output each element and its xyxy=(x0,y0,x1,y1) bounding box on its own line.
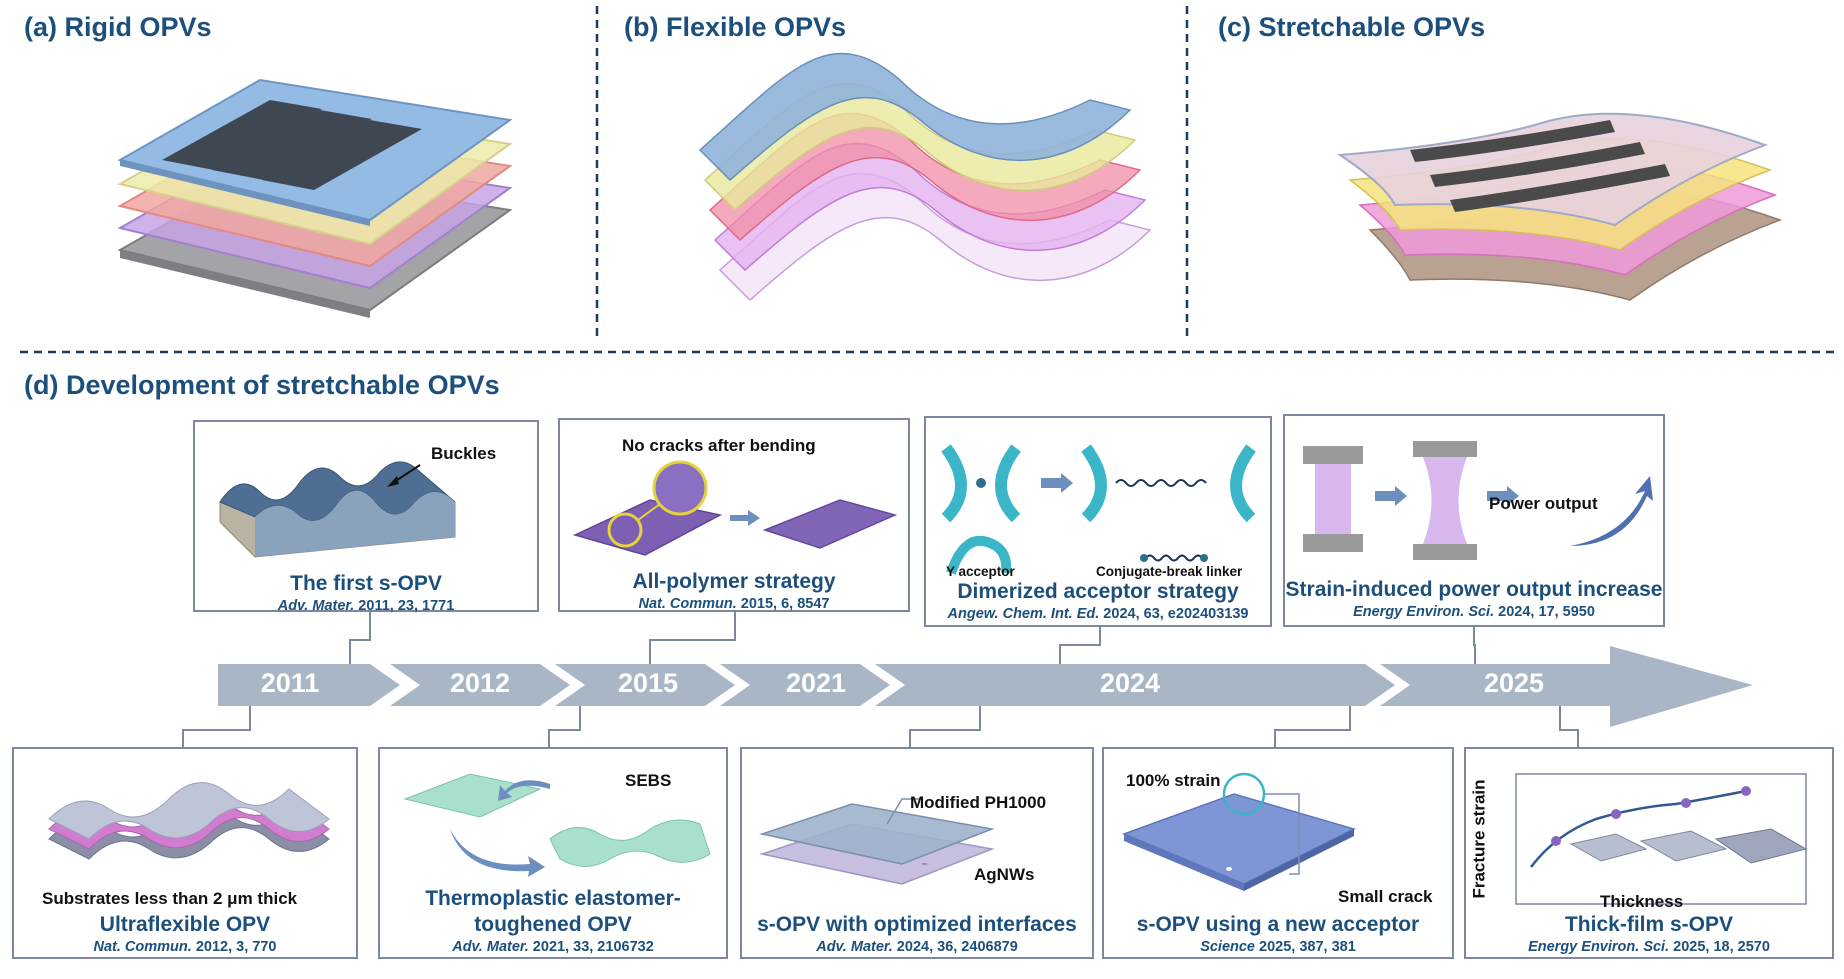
box-thermoplastic: SEBS Thermoplastic elastomer- toughened … xyxy=(378,747,728,959)
box-reference: Adv. Mater. 2021, 33, 2106732 xyxy=(452,939,654,955)
year-label: 2024 xyxy=(1099,668,1161,698)
ultraflexible-illustration xyxy=(48,782,330,860)
box-title: Ultraflexible OPV xyxy=(99,913,271,936)
box-thick-film: Fracture strain Thickness Thick-film s-O… xyxy=(1464,747,1834,959)
box-new-acceptor: 100% strain Small crack s-OPV using a ne… xyxy=(1102,747,1454,959)
box-reference: Nat. Commun. 2015, 6, 8547 xyxy=(638,596,830,612)
box-strain-power: Power output Strain-induced power output… xyxy=(1283,414,1665,627)
label-modified-ph1000: Modified PH1000 xyxy=(910,793,1047,812)
section-title-flexible: (b) Flexible OPVs xyxy=(624,12,847,42)
buckles-illustration xyxy=(219,461,456,558)
box-title: s-OPV with optimized interfaces xyxy=(757,913,1077,936)
stretchable-opv-illustration xyxy=(1337,112,1783,301)
label-y-acceptor: Y acceptor xyxy=(946,564,1015,579)
box-title: Strain-induced power output increase xyxy=(1285,578,1663,601)
rigid-opv-illustration xyxy=(117,78,513,318)
interfaces-illustration xyxy=(759,798,995,885)
box-reference: Science 2025, 387, 381 xyxy=(1200,939,1356,955)
crack-illustration xyxy=(1121,772,1357,891)
section-title-stretchable: (c) Stretchable OPVs xyxy=(1218,12,1486,42)
year-label: 2015 xyxy=(617,668,679,698)
box-optimized-interfaces: Modified PH1000 AgNWs s-OPV with optimiz… xyxy=(740,747,1094,959)
box-reference: Energy Environ. Sci. 2024, 17, 5950 xyxy=(1353,604,1595,620)
pointer-arrow-icon xyxy=(387,464,421,487)
year-label: 2025 xyxy=(1483,668,1545,698)
box-reference: Adv. Mater. 2024, 36, 2406879 xyxy=(816,939,1018,955)
box-title: Dimerized acceptor strategy xyxy=(957,580,1239,603)
label-small-crack: Small crack xyxy=(1338,887,1433,906)
box-reference: Nat. Commun. 2012, 3, 770 xyxy=(93,939,277,955)
box-ultraflexible: Substrates less than 2 μm thick Ultrafle… xyxy=(12,747,358,959)
box-all-polymer: No cracks after bending All-polymer stra… xyxy=(558,418,910,612)
box-title: All-polymer strategy xyxy=(632,570,836,593)
box-title: Thick-film s-OPV xyxy=(1564,913,1734,936)
label-linker: Conjugate-break linker xyxy=(1096,564,1243,579)
box-reference: Energy Environ. Sci. 2025, 18, 2570 xyxy=(1528,939,1770,955)
section-title-development: (d) Development of stretchable OPVs xyxy=(24,370,500,400)
section-title-rigid: (a) Rigid OPVs xyxy=(24,12,212,42)
label-substrates: Substrates less than 2 μm thick xyxy=(42,889,298,908)
label-no-cracks: No cracks after bending xyxy=(622,436,816,455)
thick-film-illustration xyxy=(1515,773,1808,905)
label-sebs: SEBS xyxy=(625,771,672,790)
year-label: 2012 xyxy=(449,668,511,698)
label-agnws: AgNWs xyxy=(974,865,1035,884)
label-buckles: Buckles xyxy=(431,444,497,463)
flexible-opv-illustration xyxy=(698,52,1152,302)
box-title: s-OPV using a new acceptor xyxy=(1136,913,1420,936)
box-title-line2: toughened OPV xyxy=(474,913,632,936)
year-label: 2011 xyxy=(260,668,320,698)
year-label: 2021 xyxy=(785,668,847,698)
box-reference: Angew. Chem. Int. Ed. 2024, 63, e2024031… xyxy=(947,606,1249,622)
sebs-illustration xyxy=(403,773,711,877)
box-title-line1: Thermoplastic elastomer- xyxy=(425,887,681,910)
label-thickness: Thickness xyxy=(1600,892,1684,911)
box-reference: Adv. Mater. 2011, 23, 1771 xyxy=(277,598,455,614)
box-first-sopv: Buckles The first s-OPV Adv. Mater. 2011… xyxy=(193,420,539,614)
label-power-output: Power output xyxy=(1489,494,1598,513)
acceptor-illustration xyxy=(941,444,1256,575)
box-dimerized-acceptor: Y acceptor Conjugate-break linker Dimeri… xyxy=(924,416,1272,627)
label-fracture-strain: Fracture strain xyxy=(1469,779,1489,899)
box-title: The first s-OPV xyxy=(290,572,442,595)
bending-illustration xyxy=(572,460,898,556)
label-strain: 100% strain xyxy=(1126,771,1221,790)
strain-illustration xyxy=(1303,441,1653,560)
